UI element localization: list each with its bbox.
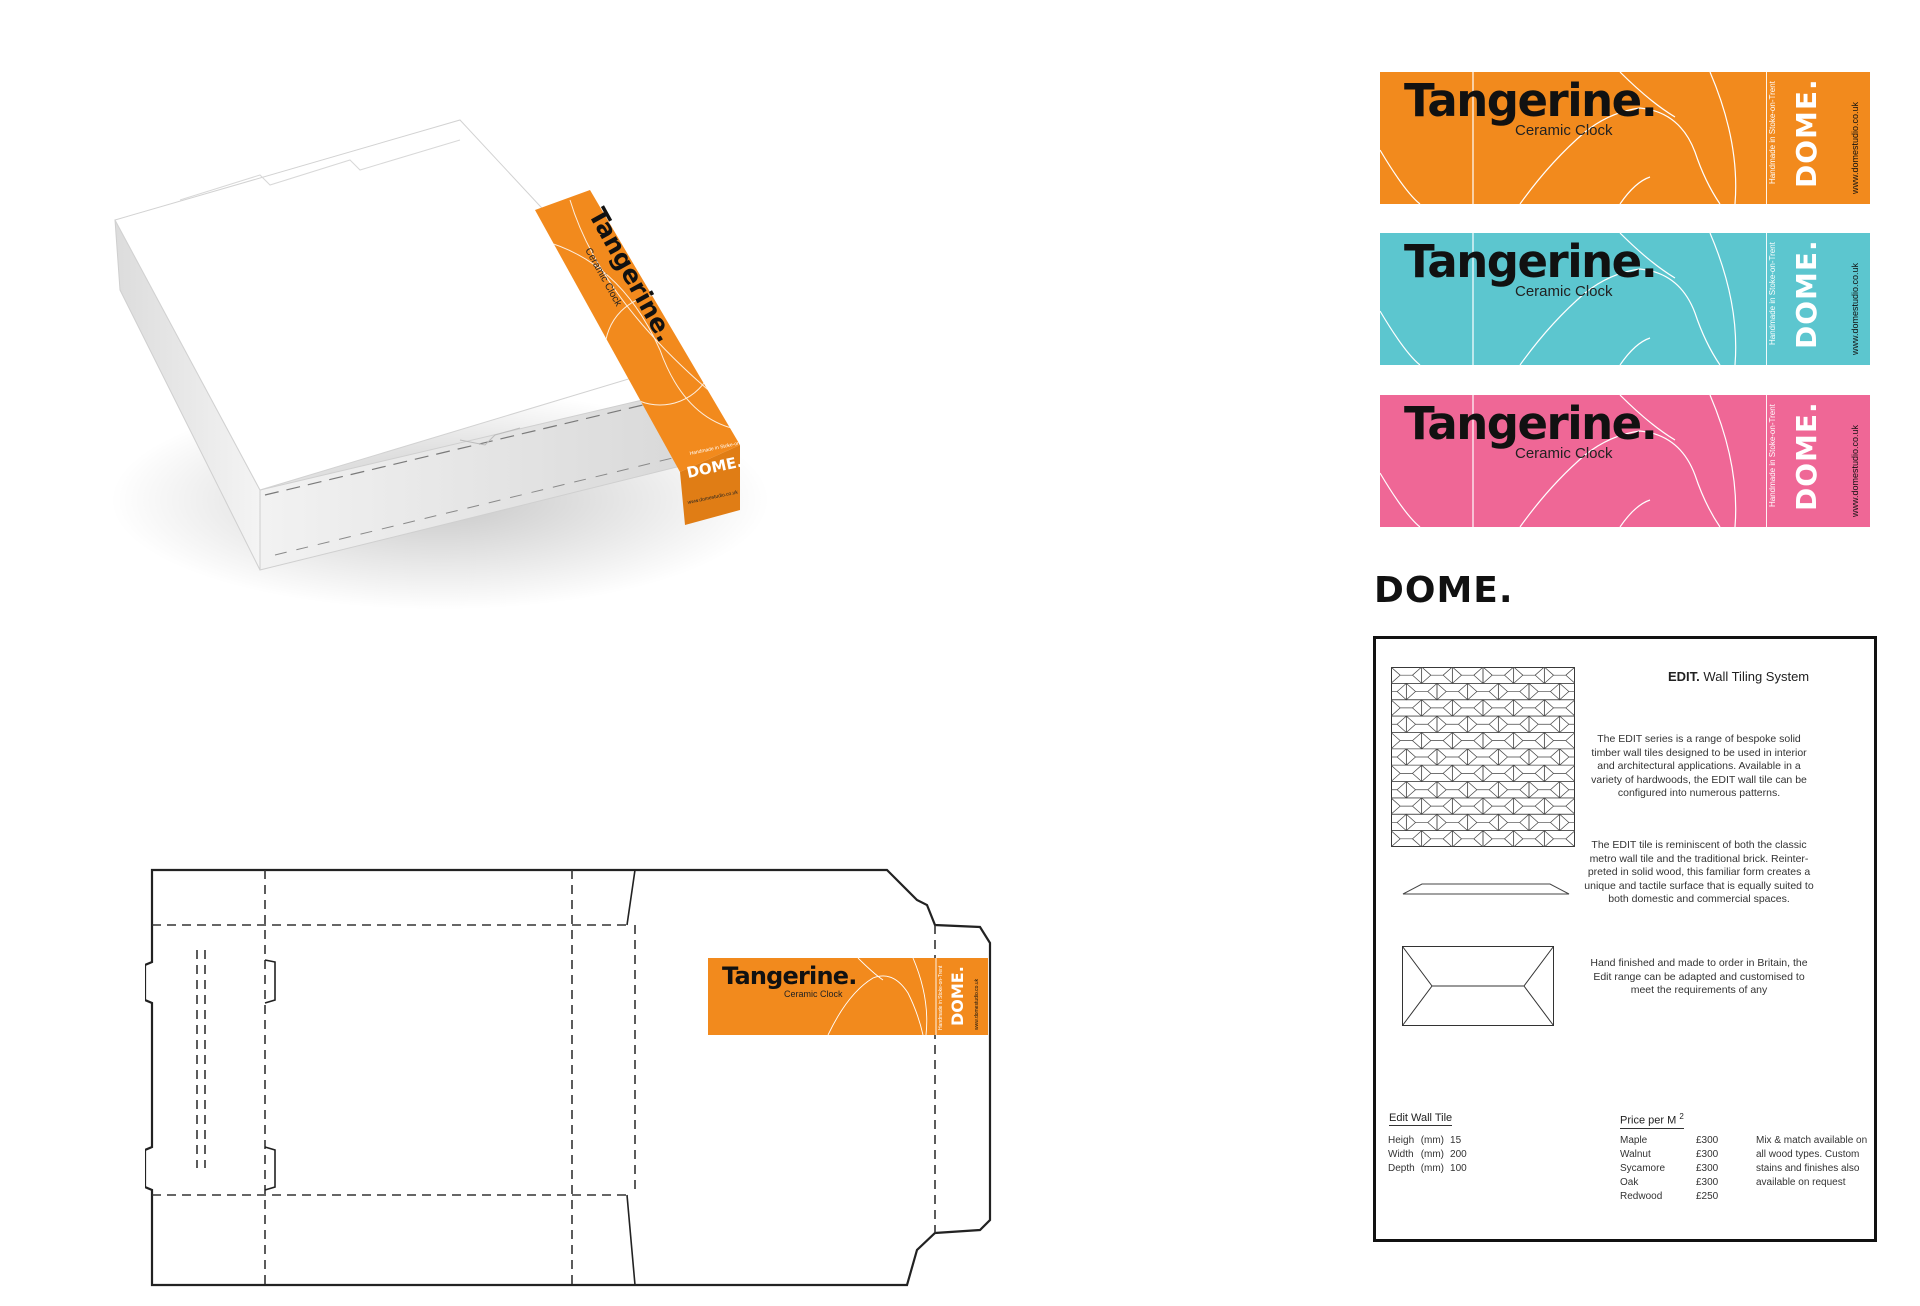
sheet-title: EDIT. Wall Tiling System xyxy=(1668,669,1809,684)
sheet-paragraph-3: Hand finished and made to order in Brita… xyxy=(1590,957,1808,997)
clock-line-art xyxy=(1380,395,1737,527)
spec-title: Edit Wall Tile xyxy=(1389,1112,1453,1126)
tile-outline xyxy=(1421,830,1453,847)
label-brand: DOME. xyxy=(1790,78,1823,188)
sheet-paragraph-1: The EDIT series is a range of bespoke so… xyxy=(1591,733,1807,800)
sheet-title-bold: EDIT. xyxy=(1668,669,1700,684)
tile-outline xyxy=(1559,715,1575,733)
label-brand: DOME. xyxy=(1790,401,1823,511)
label-title: Tangerine. xyxy=(1404,74,1658,127)
tile-outline xyxy=(1543,797,1575,815)
label-divider xyxy=(1766,395,1767,527)
brand-logo: DOME. xyxy=(1374,570,1514,611)
price-row: Walnut£300 xyxy=(1620,1149,1719,1160)
label-divider xyxy=(1766,233,1767,365)
tile-outline xyxy=(1543,667,1575,684)
price-table: Maple£300 Walnut£300 Sycamore£300 Oak£30… xyxy=(1620,1134,1724,1204)
label-url: www.domestudio.co.uk xyxy=(1850,262,1860,355)
clock-line-art xyxy=(1380,233,1737,365)
label-subtitle: Ceramic Clock xyxy=(1515,283,1613,300)
dieline-label-url: www.domestudio.co.uk xyxy=(974,978,980,1030)
dieline-label-tagline: Handmade in Stoke-on-Trent xyxy=(938,965,944,1030)
tile-outline xyxy=(1543,764,1575,782)
label-title: Tangerine. xyxy=(1404,397,1658,450)
spec-row: Depth(mm)100 xyxy=(1388,1163,1467,1174)
tile-outline xyxy=(1482,830,1515,847)
product-sheet: EDIT. Wall Tiling System The EDIT series… xyxy=(1373,636,1877,1242)
label-subtitle: Ceramic Clock xyxy=(1515,445,1613,462)
tile-pattern-illustration xyxy=(1391,667,1575,847)
spec-table: Heigh(mm)15 Width(mm)200 Depth(mm)100 xyxy=(1388,1134,1473,1176)
clock-line-art xyxy=(1380,72,1737,204)
label-subtitle: Ceramic Clock xyxy=(1515,122,1613,139)
box-dieline xyxy=(145,868,992,1287)
label-tagline: Handmade in Stoke-on-Trent xyxy=(1768,81,1777,184)
tile-outline xyxy=(1391,830,1423,847)
pizza-box-mockup: Tangerine. Ceramic Clock Handmade in Sto… xyxy=(110,119,770,610)
label-url: www.domestudio.co.uk xyxy=(1850,101,1860,194)
label-url: www.domestudio.co.uk xyxy=(1850,424,1860,517)
dieline-label: Tangerine. Ceramic Clock Handmade in Sto… xyxy=(708,958,988,1035)
tile-outline xyxy=(1543,699,1575,717)
tile-profile-illustration xyxy=(1402,883,1570,895)
label-divider xyxy=(1766,72,1767,204)
tile-outline xyxy=(1543,732,1575,750)
label-orange: Tangerine. Ceramic Clock Handmade in Sto… xyxy=(1380,72,1870,204)
dieline-label-brand: DOME. xyxy=(948,966,967,1026)
tile-outline xyxy=(1559,781,1575,799)
sheet-title-rest: Wall Tiling System xyxy=(1703,669,1810,684)
tile-outline xyxy=(1559,748,1575,766)
dieline-label-title: Tangerine. xyxy=(722,962,857,990)
price-row: Oak£300 xyxy=(1620,1177,1719,1188)
price-row: Maple£300 xyxy=(1620,1135,1719,1146)
label-pink: Tangerine. Ceramic Clock Handmade in Sto… xyxy=(1380,395,1870,527)
dieline-label-subtitle: Ceramic Clock xyxy=(784,989,843,999)
tile-outline xyxy=(1559,813,1575,831)
price-note: Mix & match available on all wood types.… xyxy=(1756,1135,1868,1188)
price-row: Redwood£250 xyxy=(1620,1191,1719,1202)
label-teal: Tangerine. Ceramic Clock Handmade in Sto… xyxy=(1380,233,1870,365)
price-row: Sycamore£300 xyxy=(1620,1163,1719,1174)
tile-top-illustration xyxy=(1402,946,1554,1026)
label-title: Tangerine. xyxy=(1404,235,1658,288)
label-brand: DOME. xyxy=(1790,239,1823,349)
sheet-paragraph-2: The EDIT tile is reminiscent of both the… xyxy=(1584,839,1814,906)
tile-outline xyxy=(1513,830,1545,847)
spec-row: Width(mm)200 xyxy=(1388,1149,1467,1160)
tile-outline xyxy=(1451,830,1484,847)
tile-outline xyxy=(1543,830,1575,847)
spec-row: Heigh(mm)15 xyxy=(1388,1135,1462,1146)
price-title: Price per M 2 xyxy=(1620,1112,1684,1129)
clock-line-art xyxy=(827,958,937,1035)
tile-outline xyxy=(1559,683,1575,701)
label-tagline: Handmade in Stoke-on-Trent xyxy=(1768,404,1777,507)
label-tagline: Handmade in Stoke-on-Trent xyxy=(1768,242,1777,345)
